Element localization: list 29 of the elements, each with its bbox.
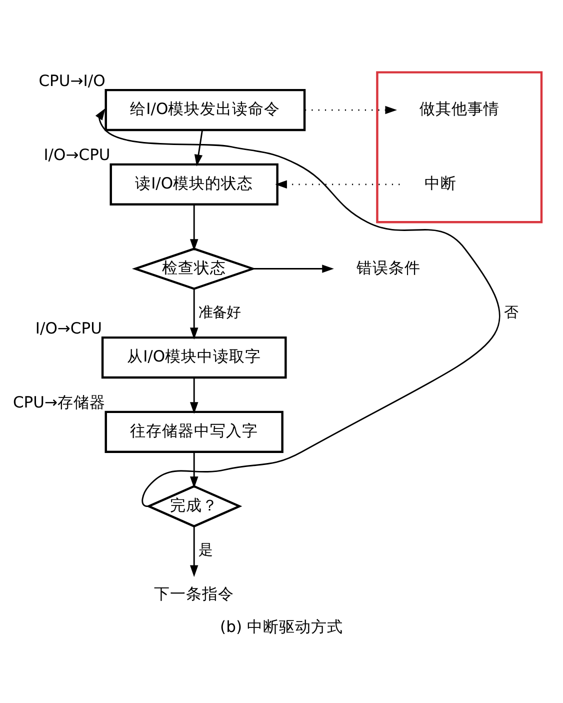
cluster [376, 70, 543, 223]
node-label: I/O→CPU [44, 146, 110, 164]
edge-label: 否 [504, 304, 518, 320]
arrow [95, 108, 500, 506]
node-text: 下一条指令 [154, 584, 234, 603]
node-diamond: 完成？ [146, 484, 242, 527]
node-label: I/O→CPU [35, 318, 102, 337]
node-box: 从I/O模块中读取字 [101, 336, 287, 378]
node-diamond: 检查状态 [132, 247, 256, 290]
node-text: 中断 [424, 174, 456, 192]
node-box: 往存储器中写入字 [104, 410, 284, 452]
arrow [275, 180, 400, 188]
node-text: 做其他事情 [419, 100, 500, 118]
arrow [190, 526, 198, 576]
node-text: 错误条件 [356, 258, 420, 276]
arrow [252, 264, 334, 272]
node-box: 读I/O模块的状态 [110, 162, 278, 205]
node-label: CPU→存储器 [12, 393, 106, 412]
arrow [190, 377, 198, 414]
arrow [190, 288, 198, 339]
node-label: CPU→I/O [38, 71, 106, 90]
arrow [190, 204, 198, 250]
arrow [304, 105, 398, 114]
node-box: 给I/O模块发出读命令 [104, 88, 306, 131]
arrow [194, 130, 203, 166]
arrow [190, 451, 198, 488]
edge-label: 是 [198, 542, 213, 558]
caption: (b) 中断驱动方式 [220, 617, 343, 636]
edge-label: 准备好 [198, 304, 241, 320]
